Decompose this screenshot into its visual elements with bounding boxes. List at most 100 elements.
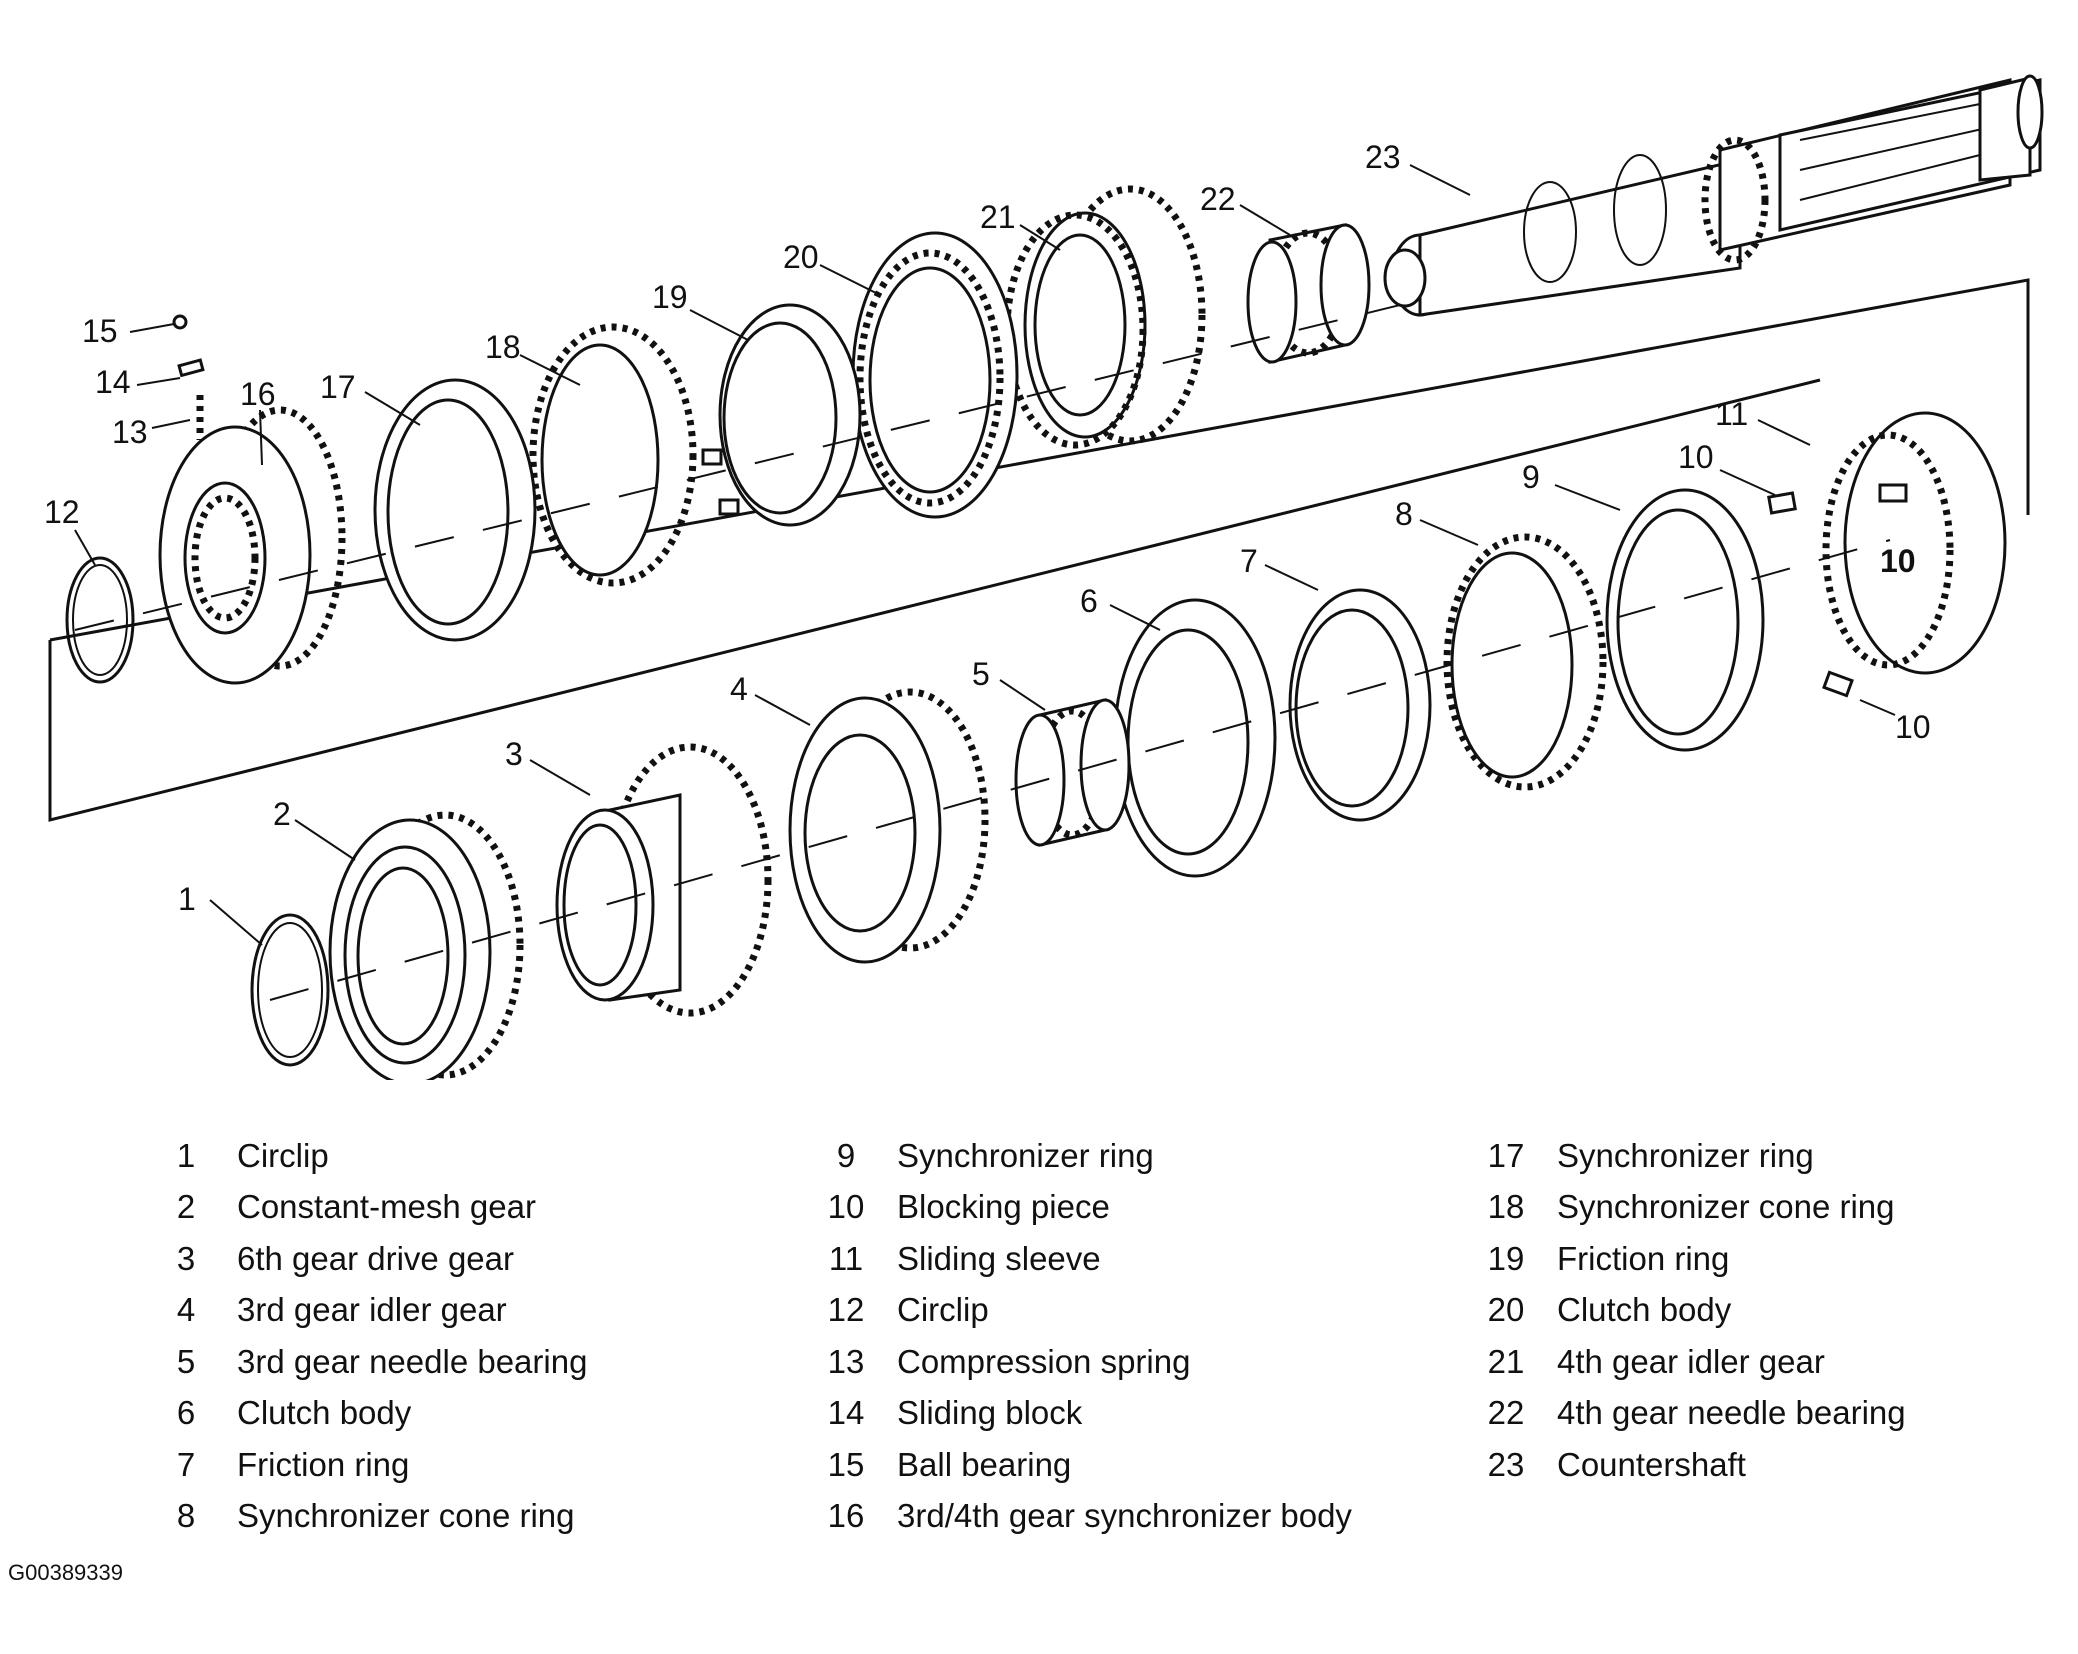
needle-bearing-3rd [1014, 698, 1131, 847]
synchronizer-body [158, 406, 346, 685]
legend-item: 22 4th gear needle bearing [1465, 1388, 1906, 1440]
sliding-block-part [177, 358, 205, 378]
clutch-body-upper [851, 231, 1019, 519]
callout-13: 13 [112, 414, 148, 450]
circlip-lower [250, 913, 330, 1067]
panel-outline [48, 378, 1821, 822]
constant-mesh-gear [328, 811, 524, 1080]
legend-label: Circlip [897, 1291, 989, 1329]
callout-9: 9 [1522, 459, 1540, 495]
legend-number: 7 [176, 1445, 196, 1483]
circlip-upper [65, 556, 135, 684]
legend-label: Countershaft [1557, 1445, 1746, 1483]
callout-21: 21 [980, 199, 1016, 235]
cone-ring-lower [1443, 533, 1607, 791]
legend-column-1: 1 Circlip 2 Constant-mesh gear 3 6th gear d… [145, 1130, 588, 1543]
blocking-piece-1 [1767, 491, 1797, 515]
legend-item: 21 4th gear idler gear [1465, 1336, 1906, 1388]
legend-item: 2 Constant-mesh gear [145, 1182, 587, 1234]
legend-label: Friction ring [237, 1445, 410, 1483]
legend-number: 21 [1487, 1342, 1525, 1380]
legend-number: 14 [827, 1394, 865, 1432]
legend-label: Synchronizer ring [1557, 1136, 1814, 1174]
legend-label: 4th gear idler gear [1557, 1342, 1825, 1380]
callout-14: 14 [95, 364, 131, 400]
callout-23: 23 [1365, 139, 1401, 175]
legend-item: 8 Synchronizer cone ring [145, 1491, 587, 1543]
legend-label: Clutch body [1557, 1291, 1732, 1329]
legend-item: 20 Clutch body [1465, 1285, 1906, 1337]
legend-item: 18 Synchronizer cone ring [1465, 1182, 1906, 1234]
legend-label: Sliding sleeve [897, 1239, 1101, 1277]
callout-22: 22 [1200, 181, 1236, 217]
legend-number: 23 [1487, 1445, 1525, 1483]
legend-number: 16 [827, 1497, 865, 1535]
legend-item: 1 Circlip [145, 1130, 587, 1182]
circlip-lower-inner [257, 922, 323, 1058]
legend-number: 11 [828, 1239, 864, 1277]
callout-5: 5 [972, 656, 990, 692]
callout-11: 11 [1715, 396, 1748, 432]
legend-number: 8 [176, 1497, 196, 1535]
legend-label: Synchronizer cone ring [1557, 1188, 1895, 1226]
drive-gear-6th [555, 743, 772, 1017]
blocking-piece-2 [1822, 670, 1854, 698]
callout-17: 17 [320, 369, 356, 405]
legend-number: 13 [827, 1342, 865, 1380]
legend-label: Synchronizer ring [897, 1136, 1154, 1174]
sliding-sleeve [1822, 411, 2007, 675]
legend-item: 7 Friction ring [145, 1439, 587, 1491]
sync-ring-upper [373, 378, 537, 642]
legend-number: 15 [827, 1445, 865, 1483]
callout-12: 12 [44, 494, 80, 530]
legend-number: 4 [176, 1291, 196, 1329]
legend-number: 19 [1487, 1239, 1525, 1277]
legend-label: Constant-mesh gear [237, 1188, 536, 1226]
legend-label: 4th gear needle bearing [1557, 1394, 1906, 1432]
legend-label: Circlip [237, 1136, 329, 1174]
callout-15: 15 [82, 313, 118, 349]
legend-number: 22 [1487, 1394, 1525, 1432]
callout-10b: 10 [1880, 543, 1916, 579]
panel-outline-right [49, 278, 2030, 642]
callout-1: 1 [178, 881, 196, 917]
legend-number: 5 [176, 1342, 196, 1380]
idler-gear-4th [1003, 185, 1206, 449]
callout-19: 19 [652, 279, 688, 315]
legend-number: 1 [176, 1136, 196, 1174]
legend-number: 18 [1487, 1188, 1525, 1226]
legend-number: 9 [836, 1136, 856, 1174]
legend-item: 15 Ball bearing [805, 1439, 1352, 1491]
exploded-view-diagram: 1 2 3 4 5 6 7 8 9 10 10 10 11 12 13 14 1… [44, 74, 2044, 1080]
callout-18: 18 [485, 329, 521, 365]
figure-code: G00389339 [8, 1560, 123, 1585]
legend-number: 2 [176, 1188, 196, 1226]
legend-item: 9 Synchronizer ring [805, 1130, 1352, 1182]
callout-20: 20 [783, 239, 819, 275]
callout-7: 7 [1240, 543, 1258, 579]
ball-bearing-part [172, 314, 188, 330]
legend-item: 3 6th gear drive gear [145, 1233, 587, 1285]
upper-axis-line [74, 304, 1401, 631]
legend-label: 6th gear drive gear [237, 1239, 515, 1277]
callout-10a: 10 [1678, 439, 1714, 475]
idler-gear-3rd [788, 688, 989, 964]
callout-6: 6 [1080, 583, 1098, 619]
legend-label: Ball bearing [897, 1445, 1072, 1483]
callout-8: 8 [1395, 496, 1413, 532]
legend-number: 20 [1487, 1291, 1525, 1329]
friction-ring-lower [1288, 588, 1432, 822]
legend-item: 23 Countershaft [1465, 1439, 1906, 1491]
lower-axis-line [269, 539, 1891, 1001]
legend-label: Synchronizer cone ring [237, 1497, 575, 1535]
legend-number: 3 [176, 1239, 196, 1277]
